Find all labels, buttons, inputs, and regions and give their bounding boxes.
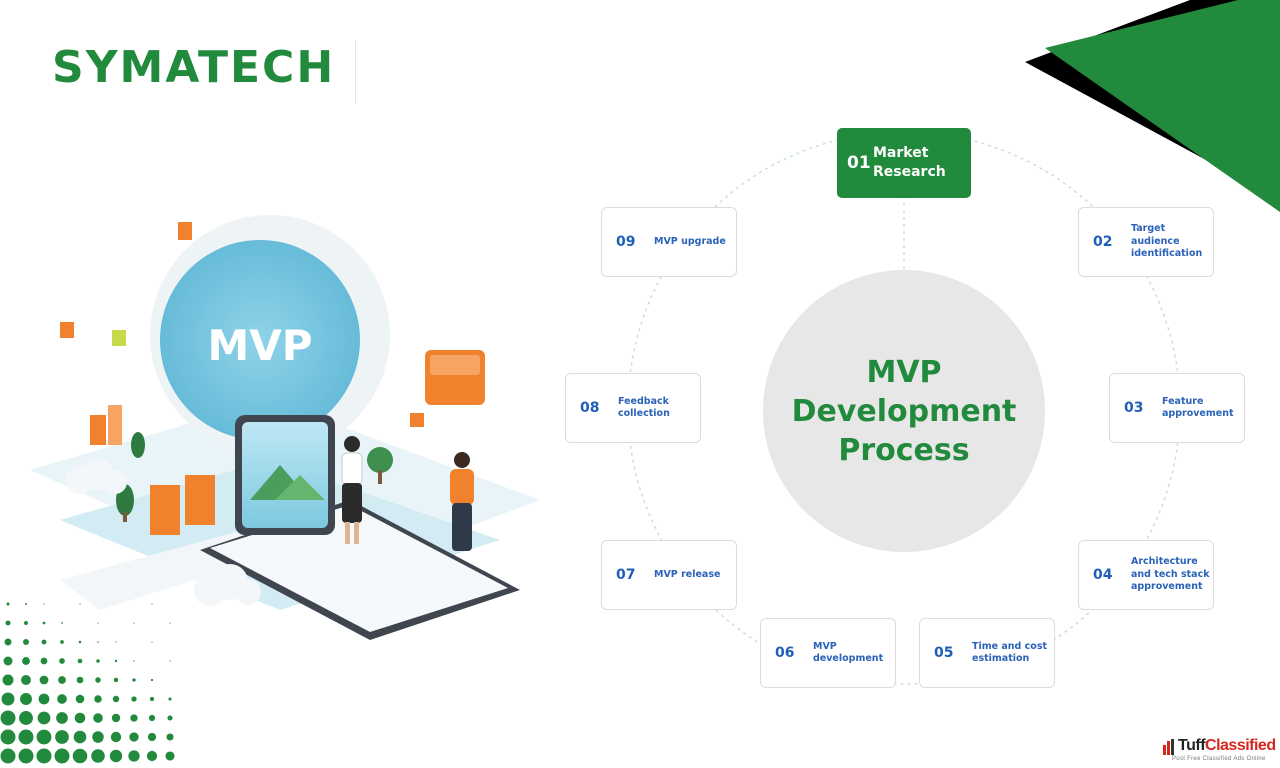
step-07-mvp-release: 07 MVP release — [601, 540, 737, 610]
cloud-icon — [66, 459, 261, 606]
step-02-target-audience: 02 Target audience identification — [1078, 207, 1214, 277]
watermark-name-part2: Classified — [1205, 737, 1276, 754]
step-04-architecture: 04 Architecture and tech stack approveme… — [1078, 540, 1214, 610]
tree-icon — [116, 432, 393, 522]
step-number: 05 — [934, 645, 954, 661]
brand-logo: SYMATECH — [52, 40, 356, 104]
step-number: 09 — [616, 234, 636, 250]
step-number: 02 — [1093, 234, 1113, 250]
dot-pattern-decoration — [0, 602, 175, 764]
tuffclassified-watermark[interactable]: TuffClassified Post Free Classified Ads … — [1163, 737, 1278, 767]
logo-text: SYMATECH — [52, 42, 336, 93]
step-number: 07 — [616, 567, 636, 583]
watermark-name: TuffClassified — [1178, 737, 1276, 755]
step-number: 01 — [847, 153, 871, 173]
step-label: Time and cost estimation — [972, 640, 1048, 665]
corner-decoration — [1025, 0, 1280, 212]
step-number: 03 — [1124, 400, 1144, 416]
smartphone-icon — [200, 415, 520, 640]
step-label: MVP release — [654, 568, 721, 580]
watermark-tagline: Post Free Classified Ads Online — [1172, 756, 1266, 762]
step-label: MVP development — [813, 640, 884, 665]
watermark-name-part1: Tuff — [1178, 737, 1206, 754]
diagram-title: MVP Development Process — [791, 354, 1017, 468]
person-icon — [341, 436, 474, 551]
diagram-center: MVP Development Process — [763, 270, 1045, 552]
mvp-platform-illustration: MVP — [30, 215, 540, 640]
step-label: Architecture and tech stack approvement — [1131, 556, 1210, 593]
bar-chart-icon — [1163, 739, 1174, 755]
step-03-feature-approvement: 03 Feature approvement — [1109, 373, 1245, 443]
step-05-time-cost: 05 Time and cost estimation — [919, 618, 1055, 688]
step-label: Target audience identification — [1131, 223, 1203, 260]
cube-icon — [60, 222, 485, 535]
step-label: Market Research — [873, 145, 946, 180]
step-number: 06 — [775, 645, 795, 661]
step-09-mvp-upgrade: 09 MVP upgrade — [601, 207, 737, 277]
step-label: Feature approvement — [1162, 395, 1234, 420]
step-number: 04 — [1093, 567, 1113, 583]
mvp-sign-text: MVP — [207, 321, 312, 370]
step-01-market-research: 01 Market Research — [837, 128, 971, 198]
step-number: 08 — [580, 400, 600, 416]
step-label: Feedback collection — [618, 395, 670, 420]
mvp-sign: MVP — [150, 215, 390, 455]
step-label: MVP upgrade — [654, 235, 726, 247]
step-08-feedback-collection: 08 Feedback collection — [565, 373, 701, 443]
step-06-mvp-development: 06 MVP development — [760, 618, 896, 688]
